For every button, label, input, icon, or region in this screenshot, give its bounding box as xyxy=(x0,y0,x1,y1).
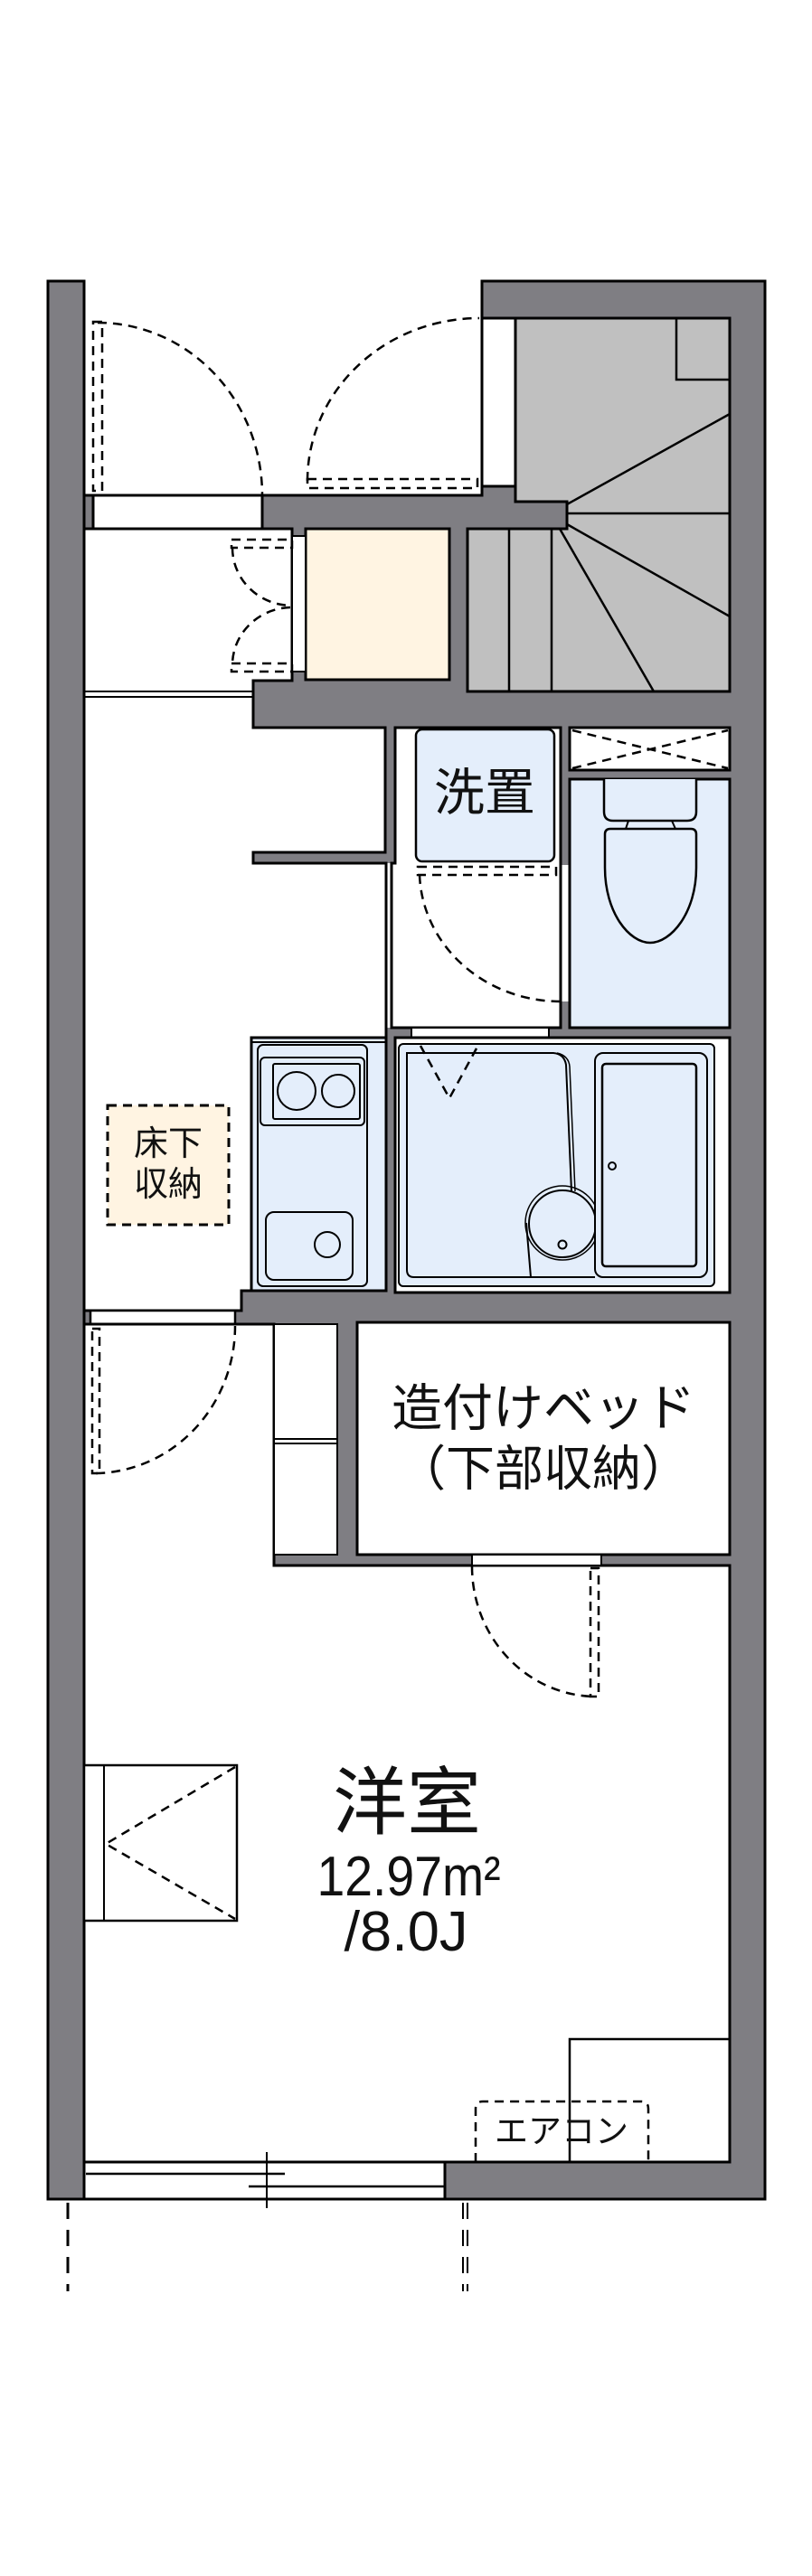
kitchen-counter-top xyxy=(257,1044,368,1287)
balcony-sliding-window xyxy=(82,2152,447,2208)
washing-machine-label: 洗置 xyxy=(434,765,535,823)
left-exterior-wall xyxy=(46,279,86,2201)
entrance-door-swing-arc xyxy=(97,321,264,496)
shower-floor-bottom xyxy=(406,1269,595,1278)
stair-door-leaf xyxy=(306,477,479,490)
cabinet-door-leaf-upper xyxy=(230,538,294,550)
toilet-door xyxy=(416,865,562,1003)
stove-top xyxy=(272,1063,361,1120)
sink-drain xyxy=(314,1231,341,1258)
air-conditioner-label: エアコン xyxy=(495,2112,628,2151)
cabinet-door-arc-lower xyxy=(231,606,291,664)
stair-tread-lines xyxy=(507,412,731,692)
built-in-bed-note: （下部収納） xyxy=(397,1441,690,1498)
entrance-door xyxy=(91,320,264,496)
entry-step-line xyxy=(84,691,253,698)
washbasin-drain xyxy=(557,1239,568,1250)
room-corner-cabinet xyxy=(568,2037,730,2162)
western-room-tatami: /8.0J xyxy=(345,1901,468,1963)
underfloor-storage-label-line2: 収納 xyxy=(134,1164,203,1204)
room-threshold xyxy=(89,1309,237,1326)
western-room-label: 洋室 xyxy=(333,1761,481,1847)
built-in-bed xyxy=(355,1321,732,1556)
toilet-door-leaf xyxy=(416,865,558,877)
bathroom-threshold xyxy=(411,1027,550,1039)
bath-folding-door xyxy=(419,1045,479,1101)
western-room-area: 12.97m² xyxy=(317,1846,501,1908)
window-sash-lines xyxy=(86,2172,445,2188)
stair-door xyxy=(306,316,480,490)
washing-machine-space xyxy=(414,728,556,863)
staircase xyxy=(466,316,732,693)
built-in-bed-label: 造付けベッド xyxy=(392,1380,695,1439)
washbasin xyxy=(528,1189,597,1258)
underfloor-storage-label-line1: 床下 xyxy=(134,1123,203,1163)
stair-door-swing-arc xyxy=(306,316,480,482)
shoe-cabinet-doors xyxy=(230,538,294,673)
entrance-step xyxy=(91,494,264,531)
toilet-tank xyxy=(602,779,698,823)
toilet-tank-connector xyxy=(625,820,676,830)
cabinet-door-arc-upper xyxy=(231,547,291,607)
stove-panel xyxy=(260,1057,365,1126)
bathtub-inner xyxy=(600,1062,698,1268)
stove-burner-right xyxy=(321,1074,355,1108)
room-door-swing-arc xyxy=(95,1325,237,1475)
bed-door-threshold xyxy=(471,1554,602,1566)
unit-bath xyxy=(393,1036,732,1294)
bathtub xyxy=(594,1052,708,1278)
shoe-cabinet xyxy=(304,527,451,682)
room-storage-box-outline xyxy=(82,1763,239,1923)
room-storage-box-door xyxy=(103,1765,236,1921)
air-conditioner-outline xyxy=(474,2100,650,2162)
toilet-upper-shelf-x xyxy=(571,729,729,770)
kitchen-sink xyxy=(265,1211,354,1281)
window-frame xyxy=(82,2160,447,2201)
room-door-leaf xyxy=(90,1327,101,1475)
bed-storage-door-swing-arc xyxy=(470,1565,594,1698)
toilet-door-opening xyxy=(562,865,569,1001)
shelf-divider xyxy=(274,1438,337,1444)
bed-storage-door-leaf xyxy=(589,1566,600,1698)
cabinet-door-leaf-lower xyxy=(230,662,294,673)
shoe-cabinet-frame xyxy=(291,535,307,672)
bathtub-drain xyxy=(608,1161,617,1170)
washroom-sliding-partition xyxy=(387,863,391,1028)
underfloor-storage xyxy=(106,1104,231,1227)
room-storage-box xyxy=(82,1763,239,1923)
exterior-outline xyxy=(445,279,767,2201)
stair-entry-opening xyxy=(480,316,517,488)
shower-floor-edge-inner xyxy=(556,1052,576,1192)
balcony-boundary-right xyxy=(462,2203,468,2291)
shower-floor-edge xyxy=(406,1052,572,1270)
stove-burner-left xyxy=(277,1071,316,1111)
bed-storage-door xyxy=(470,1565,600,1698)
toilet-bowl xyxy=(603,827,698,945)
kitchen-counter xyxy=(250,1036,388,1293)
stair-landing-box xyxy=(675,316,732,381)
entrance-porch xyxy=(85,281,482,495)
room-door xyxy=(90,1325,237,1475)
